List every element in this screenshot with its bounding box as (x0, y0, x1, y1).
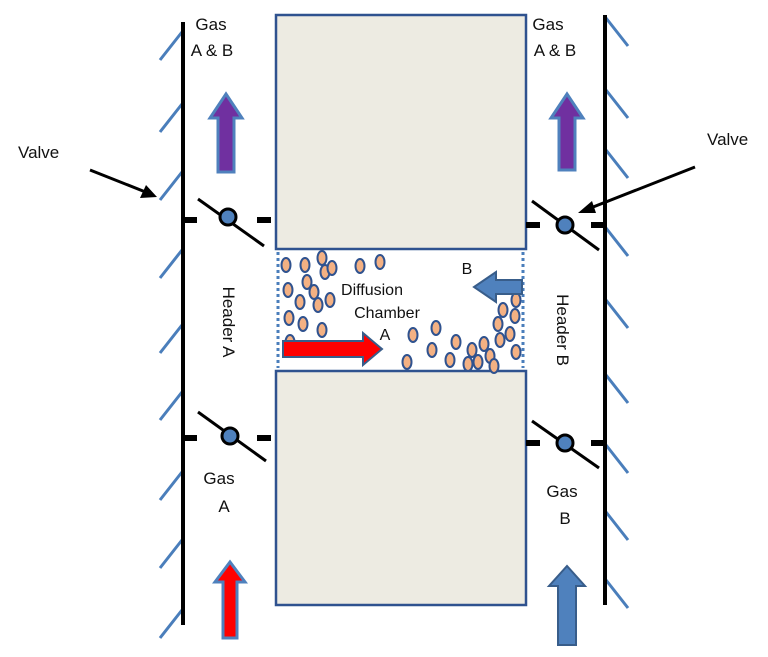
gas-particle (444, 352, 456, 368)
upper-block (274, 13, 528, 251)
hatch-mark (604, 149, 630, 179)
gas-particle (430, 320, 442, 336)
hatch-mark (604, 299, 630, 329)
gas-particle (492, 316, 504, 332)
gas-particle (504, 326, 516, 342)
gas-particle (426, 342, 438, 358)
mixed-gas-up-arrow-right (548, 91, 586, 172)
diffusion-chamber-label-line2: Chamber (354, 305, 420, 322)
gas-particle (301, 274, 313, 290)
hatch-mark (158, 324, 184, 354)
gas-a-flow-arrow (282, 330, 384, 368)
gas-particles (280, 250, 522, 374)
header-b-label: Header B (553, 294, 572, 366)
gas-particle (280, 257, 292, 273)
hatch-mark (158, 471, 184, 501)
hatch-mark (604, 579, 630, 609)
gas-particle (374, 254, 386, 270)
gas-ab-right-line2: A & B (534, 41, 577, 60)
gas-particle (316, 250, 328, 266)
hatch-mark (604, 511, 630, 541)
gas-particle (294, 294, 306, 310)
valve-label-right: Valve (707, 130, 748, 149)
hatch-mark (158, 171, 184, 201)
gas-particle (324, 292, 336, 308)
gas-particle (488, 358, 500, 374)
hatch-mark (604, 444, 630, 474)
valve-upper-left (183, 197, 276, 248)
valve-upper-right (526, 199, 605, 252)
gas-particle (407, 327, 419, 343)
gas-b-label-line2: B (559, 509, 570, 528)
gas-particle (283, 310, 295, 326)
gas-ab-left-line2: A & B (191, 41, 234, 60)
chamber-flow-a-label: A (380, 327, 391, 344)
lower-block (274, 369, 528, 607)
hatch-mark (158, 249, 184, 279)
gas-ab-right-line1: Gas (532, 15, 563, 34)
gas-particle (308, 284, 320, 300)
hatch-mark (604, 227, 630, 257)
gas-ab-left-line1: Gas (195, 15, 226, 34)
gas-particle (297, 316, 309, 332)
gas-a-label-line2: A (218, 497, 230, 516)
gas-b-label-line1: Gas (546, 482, 577, 501)
hatch-mark (158, 31, 184, 61)
hatch-mark (604, 17, 630, 47)
gas-particle (510, 344, 522, 360)
diffusion-chamber-label-line1: Diffusion (341, 282, 403, 299)
header-a-label: Header A (219, 287, 238, 359)
gas-particle (312, 297, 324, 313)
gas-particle (466, 342, 478, 358)
gas-b-inlet-arrow (546, 564, 588, 646)
valve-lower-right (526, 419, 605, 470)
gas-a-inlet-arrow (212, 559, 248, 640)
hatch-mark (604, 374, 630, 404)
valve-pointer-right (578, 165, 696, 213)
hatch-mark (158, 103, 184, 133)
right-wall-hatching (604, 17, 630, 609)
gas-particle (472, 354, 484, 370)
gas-particle (354, 258, 366, 274)
gas-particle (401, 354, 413, 370)
chamber-flow-b-label: B (462, 261, 473, 278)
gas-particle (478, 336, 490, 352)
gas-particle (494, 332, 506, 348)
hatch-mark (158, 391, 184, 421)
gas-particle (316, 322, 328, 338)
gas-b-flow-arrow (472, 270, 523, 304)
gas-particle (509, 308, 521, 324)
hatch-mark (604, 89, 630, 119)
left-wall-hatching (158, 31, 184, 639)
valve-label-left: Valve (18, 143, 59, 162)
gas-particle (462, 356, 474, 372)
valve-pointer-left (89, 168, 157, 198)
gas-particle (497, 302, 509, 318)
diffusion-chamber (276, 252, 525, 368)
gas-particle (450, 334, 462, 350)
gas-particle (299, 257, 311, 273)
gas-particle (326, 260, 338, 276)
gas-particle (282, 282, 294, 298)
valve-lower-left (183, 410, 276, 463)
hatch-mark (158, 609, 184, 639)
mixed-gas-up-arrow-left (207, 91, 245, 174)
gas-particle (510, 292, 522, 308)
hatch-mark (158, 539, 184, 569)
gas-a-label-line1: Gas (203, 469, 234, 488)
